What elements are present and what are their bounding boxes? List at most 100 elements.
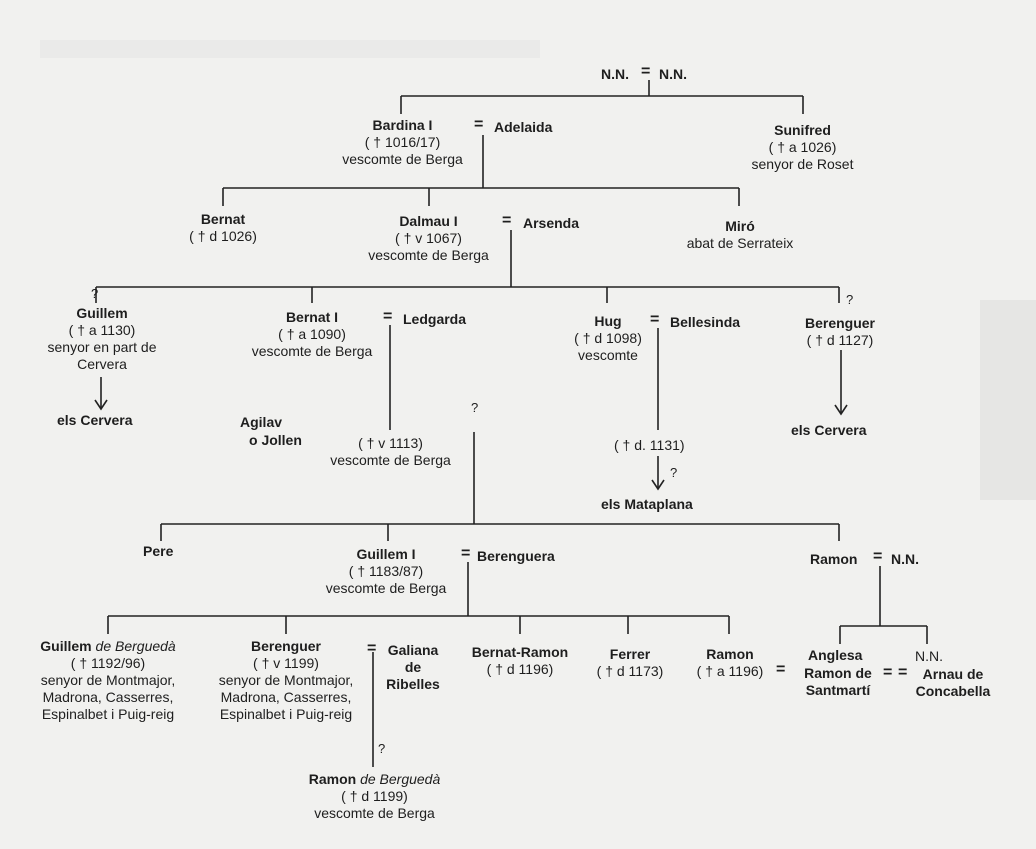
- person-epithet: de Berguedà: [95, 638, 176, 654]
- uncertain-mark: ?: [91, 286, 99, 301]
- person-name: Miró: [725, 218, 755, 234]
- marriage-sign: =: [650, 311, 660, 328]
- person-hug: Hug ( † d 1098) vescomte: [558, 313, 658, 364]
- person-nn: N.N.: [915, 648, 943, 664]
- person-berenguer: Berenguer ( † d 1127): [785, 315, 895, 349]
- arrowhead: [651, 479, 665, 491]
- person-bardina-i: Bardina I ( † 1016/17) vescomte de Berga: [330, 117, 475, 168]
- person-title: Madrona, Casserres,: [220, 689, 352, 705]
- person-epithet: de Berguedà: [360, 771, 441, 787]
- person-title: Espinalbet i Puig-reig: [41, 706, 175, 722]
- person-guillem-i: Guillem I ( † 1183/87) vescomte de Berga: [306, 546, 466, 597]
- person-ramon: Ramon: [810, 551, 858, 567]
- person-miro: Miró abat de Serrateix: [680, 218, 800, 252]
- spouse-berenguera: Berenguera: [477, 548, 555, 564]
- person-dates: ( † 1183/87): [348, 563, 424, 579]
- spouse-name: Ramon de: [804, 665, 872, 681]
- person-agilav: Agilav: [240, 414, 283, 430]
- person-dates: ( † d. 1131): [614, 437, 685, 453]
- marriage-sign: =: [474, 116, 484, 133]
- person-name: Ferrer: [609, 646, 651, 662]
- spouse-name: Arnau de: [922, 666, 984, 682]
- person-ferrer: Ferrer ( † d 1173): [580, 646, 680, 680]
- person-dates: ( † d 1127): [806, 332, 874, 348]
- person-berenguer-b: Berenguer ( † v 1199) senyor de Montmajo…: [196, 638, 376, 723]
- spouse-name: de: [404, 659, 422, 675]
- lineage-els-mataplana: els Mataplana: [601, 496, 693, 512]
- person-name: Hug: [594, 313, 622, 329]
- person-guillem: Guillem ( † a 1130) senyor en part de Ce…: [28, 305, 176, 373]
- root-parent-a: N.N.: [601, 66, 629, 82]
- spouse-nn: N.N.: [891, 551, 919, 567]
- marriage-sign: =: [502, 212, 512, 229]
- person-dates: ( † d 1098): [574, 330, 642, 346]
- person-bernat: Bernat ( † d 1026): [168, 211, 278, 245]
- person-name: Ramon: [308, 771, 357, 787]
- spouse-name: Santmartí: [805, 682, 871, 698]
- person-title: vescomte de Berga: [314, 805, 435, 821]
- person-title: vescomte de Berga: [330, 452, 451, 468]
- person-dalmau-i: Dalmau I ( † v 1067) vescomte de Berga: [356, 213, 501, 264]
- person-bernat-ramon: Bernat-Ramon ( † d 1196): [455, 644, 585, 678]
- uncertain-mark: ?: [846, 292, 854, 307]
- person-dates: ( † v 1199): [253, 655, 319, 671]
- spouse-adelaida: Adelaida: [494, 119, 553, 135]
- marriage-sign: =: [776, 661, 786, 678]
- person-title: vescomte: [578, 347, 638, 363]
- uncertain-mark: ?: [471, 400, 479, 415]
- person-name: Dalmau I: [399, 213, 458, 229]
- person-dates: ( † 1016/17): [364, 134, 441, 150]
- person-name: Ramon: [706, 646, 754, 662]
- arrowhead: [94, 399, 108, 411]
- spouse-bellesinda: Bellesinda: [670, 314, 741, 330]
- spouse-name: Ribelles: [386, 676, 440, 692]
- spouse-ramon-de-santmarti: Ramon de Santmartí: [792, 665, 884, 699]
- spouse-ledgarda: Ledgarda: [403, 311, 467, 327]
- person-dates: ( † a 1130): [68, 322, 136, 338]
- person-ramon-de-bergueda: Ramon de Berguedà ( † d 1199) vescomte d…: [282, 771, 467, 822]
- marriage-sign: =: [898, 664, 908, 681]
- person-dates: ( † a 1196): [696, 663, 764, 679]
- marriage-sign: =: [367, 640, 377, 657]
- person-anglesa: Anglesa: [808, 647, 863, 663]
- uncertain-mark: ?: [378, 741, 386, 756]
- marriage-sign: =: [641, 63, 651, 80]
- spouse-arsenda: Arsenda: [523, 215, 580, 231]
- person-dates: ( † a 1090): [278, 326, 346, 342]
- person-title: vescomte de Berga: [368, 247, 489, 263]
- person-dates: ( † d 1196): [486, 661, 554, 677]
- person-dates: ( † d 1026): [189, 228, 257, 244]
- person-heir: ( † v 1113) vescomte de Berga: [313, 435, 468, 469]
- marriage-sign: =: [873, 548, 883, 565]
- person-name: Bardina I: [372, 117, 433, 133]
- person-title: abat de Serrateix: [686, 235, 794, 251]
- person-sunifred: Sunifred ( † a 1026) senyor de Roset: [730, 122, 875, 173]
- person-name: Sunifred: [774, 122, 831, 138]
- scan-shadow: [980, 300, 1036, 500]
- lineage-els-cervera: els Cervera: [57, 412, 133, 428]
- root-parent-b: N.N.: [659, 66, 687, 82]
- person-dates: ( † 1192/96): [70, 655, 146, 671]
- person-bernat-i: Bernat I ( † a 1090) vescomte de Berga: [238, 309, 386, 360]
- person-dates: ( † d 1173): [596, 663, 664, 679]
- person-name: Guillem: [40, 638, 92, 654]
- marriage-sign: =: [461, 545, 471, 562]
- spouse-galiana: Galiana de Ribelles: [380, 642, 446, 693]
- spouse-name: Concabella: [915, 683, 991, 699]
- marriage-sign: =: [383, 308, 393, 325]
- person-name: Bernat I: [285, 309, 339, 325]
- arrowhead: [834, 404, 848, 416]
- person-title: senyor de Montmajor,: [218, 672, 354, 688]
- person-title: senyor de Montmajor,: [40, 672, 176, 688]
- person-title: Madrona, Casserres,: [42, 689, 174, 705]
- person-name: Guillem I: [356, 546, 416, 562]
- person-dates: ( † d 1199): [341, 788, 408, 804]
- person-title: vescomte de Berga: [342, 151, 463, 167]
- person-title: Espinalbet i Puig-reig: [219, 706, 353, 722]
- person-dates: ( † v 1067): [395, 230, 462, 246]
- person-title: senyor en part de: [47, 339, 157, 355]
- person-agilav-alias: o Jollen: [249, 432, 302, 448]
- spouse-arnau-de-concabella: Arnau de Concabella: [910, 666, 996, 700]
